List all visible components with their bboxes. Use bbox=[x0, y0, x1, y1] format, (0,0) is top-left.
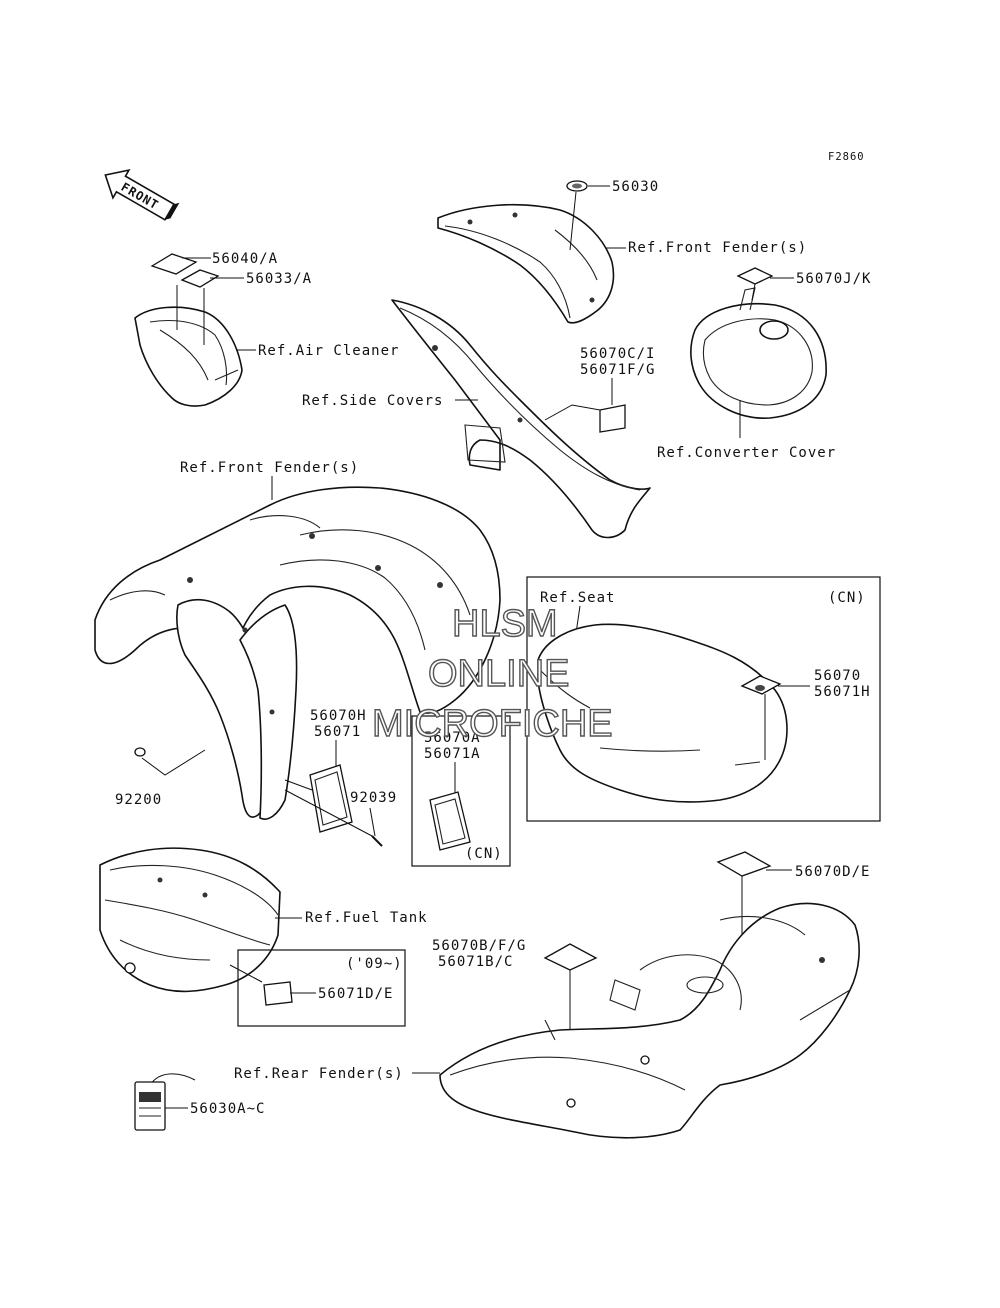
diagram-code: F2860 bbox=[828, 151, 865, 163]
label-56071fg: 56071F/G bbox=[580, 362, 655, 378]
watermark-line3: MICROFICHE bbox=[372, 703, 613, 745]
label-56070ci: 56070C/I bbox=[580, 346, 655, 362]
decal-56070a-icon bbox=[429, 791, 471, 851]
grommet-hole-icon bbox=[572, 183, 582, 189]
leader-56070ci bbox=[544, 404, 601, 421]
label-box-cn: (CN) bbox=[465, 846, 503, 862]
front-arrow-icon: FRONT bbox=[104, 169, 180, 221]
label-ref-seat: Ref.Seat bbox=[540, 590, 615, 606]
seat-box bbox=[526, 576, 881, 822]
label-56040: 56040/A bbox=[212, 251, 278, 267]
decal-56070jk-icon bbox=[736, 267, 774, 285]
label-56071de: 56071D/E bbox=[318, 986, 393, 1002]
rear-fender-part bbox=[439, 902, 860, 1139]
watermark-line1: HLSM bbox=[452, 603, 558, 645]
air-cleaner-part bbox=[134, 285, 243, 407]
seat-decal-mark-icon bbox=[755, 685, 765, 691]
label-56070h: 56070H bbox=[310, 708, 367, 724]
label-92039: 92039 bbox=[350, 790, 397, 806]
label-56071a: 56071A bbox=[424, 746, 481, 762]
label-56030: 56030 bbox=[612, 179, 659, 195]
label-56071: 56071 bbox=[314, 724, 361, 740]
decal-56070ci-icon bbox=[599, 404, 626, 433]
front-fender-top-part bbox=[437, 191, 615, 324]
label-ref-converter-cover: Ref.Converter Cover bbox=[657, 445, 836, 461]
leader-92200 bbox=[141, 749, 206, 776]
label-ref-front-fender-top: Ref.Front Fender(s) bbox=[628, 240, 807, 256]
clip-92039-icon bbox=[371, 835, 383, 847]
seat-part bbox=[537, 623, 788, 803]
decal-56070h-icon bbox=[309, 764, 353, 833]
label-56070de: 56070D/E bbox=[795, 864, 870, 880]
decal-56070de-icon bbox=[716, 851, 772, 877]
label-ref-front-fender-mid: Ref.Front Fender(s) bbox=[180, 460, 359, 476]
decal-56070bfg-icon bbox=[543, 943, 598, 971]
label-56071bc: 56071B/C bbox=[438, 954, 513, 970]
decal-56040-icon bbox=[150, 253, 198, 275]
label-56071h: 56071H bbox=[814, 684, 871, 700]
year-09-box bbox=[237, 949, 406, 1027]
label-56030ac: 56030A~C bbox=[190, 1101, 265, 1117]
label-ref-rear-fender: Ref.Rear Fender(s) bbox=[234, 1066, 404, 1082]
label-56070jk: 56070J/K bbox=[796, 271, 871, 287]
fuel-tank-part bbox=[99, 847, 281, 993]
label-ref-air-cleaner: Ref.Air Cleaner bbox=[258, 343, 399, 359]
label-56070a: 56070A bbox=[424, 730, 481, 746]
front-fender-main-part bbox=[94, 486, 501, 820]
leader-year09-tank bbox=[229, 964, 263, 983]
label-ref-fuel-tank: Ref.Fuel Tank bbox=[305, 910, 428, 926]
label-year09: ('09~) bbox=[346, 956, 403, 972]
side-cover-part bbox=[391, 299, 651, 539]
converter-cover-part bbox=[690, 283, 827, 438]
nut-92200-icon bbox=[134, 747, 146, 757]
decal-56070-seat-icon bbox=[740, 675, 782, 695]
label-92200: 92200 bbox=[115, 792, 162, 808]
label-seat-cn: (CN) bbox=[828, 590, 866, 606]
label-56033: 56033/A bbox=[246, 271, 312, 287]
leader-56070h-side bbox=[284, 779, 313, 791]
label-56070bfg: 56070B/F/G bbox=[432, 938, 526, 954]
leader-92039-fender bbox=[284, 789, 373, 837]
tag-56030ac-icon bbox=[134, 1073, 196, 1131]
label-ref-side-covers: Ref.Side Covers bbox=[302, 393, 443, 409]
decal-56071de-icon bbox=[263, 981, 293, 1006]
cn-box-56070a bbox=[411, 715, 511, 867]
decal-56033-icon bbox=[180, 269, 220, 288]
label-56070: 56070 bbox=[814, 668, 861, 684]
leader-92039 bbox=[369, 807, 376, 837]
watermark-line2: ONLINE bbox=[428, 653, 569, 695]
